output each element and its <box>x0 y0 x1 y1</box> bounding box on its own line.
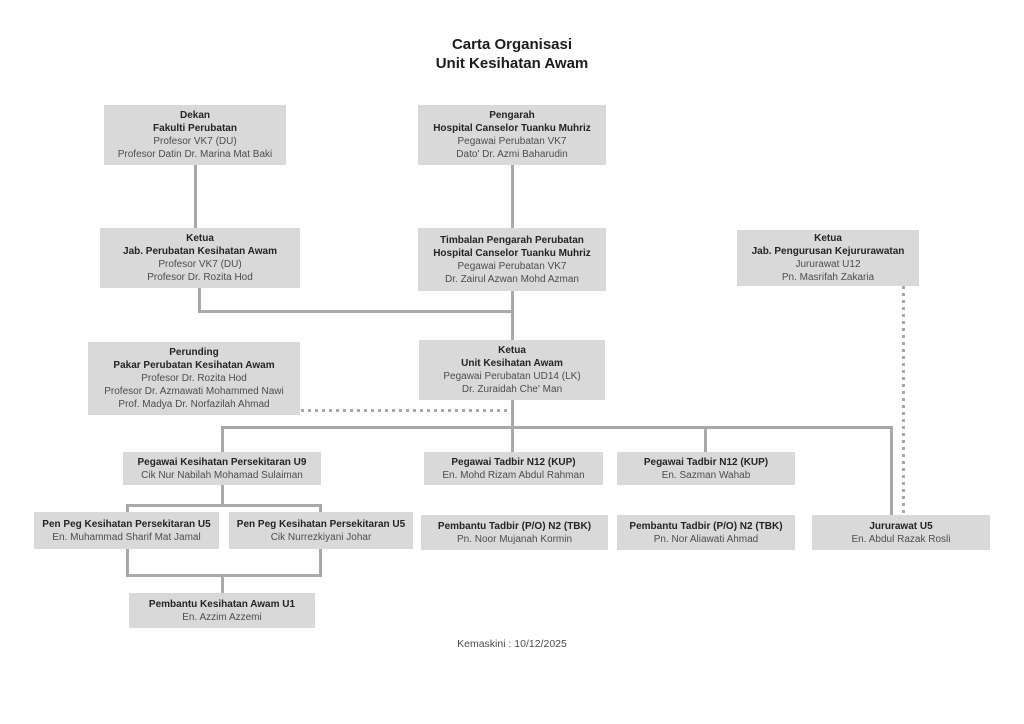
org-node-pka-u1: Pembantu Kesihatan Awam U1 En. Azzim Azz… <box>129 593 315 628</box>
node-person: En. Abdul Razak Rosli <box>851 533 951 545</box>
node-person: Pn. Nor Aliawati Ahmad <box>653 533 759 545</box>
org-node-pembantu-tadbir-b: Pembantu Tadbir (P/O) N2 (TBK) Pn. Nor A… <box>617 515 795 550</box>
connector-children-rail <box>221 426 893 429</box>
node-role: Hospital Canselor Tuanku Muhriz <box>433 247 591 259</box>
connector-jpka-to-spine <box>198 310 514 313</box>
connector-jpka-stub <box>198 288 201 313</box>
node-role: Fakulti Perubatan <box>153 123 237 134</box>
node-person: Dr. Zairul Azwan Mohd Azman <box>445 273 579 285</box>
node-person: En. Azzim Azzemi <box>182 611 262 623</box>
org-node-ketua-jpka: Ketua Jab. Perubatan Kesihatan Awam Prof… <box>100 228 300 288</box>
dotted-connector-perunding-to-uka <box>301 409 512 412</box>
node-role: Timbalan Pengarah Perubatan <box>440 234 584 246</box>
node-role: Pen Peg Kesihatan Persekitaran U5 <box>236 518 406 530</box>
node-person: En. Sazman Wahab <box>661 469 751 481</box>
node-person: Dr. Zuraidah Che' Man <box>461 384 563 395</box>
node-grade: Pegawai Perubatan VK7 <box>457 260 567 272</box>
connector-u9-stub <box>221 485 224 507</box>
node-role: Pakar Perubatan Kesihatan Awam <box>113 360 275 371</box>
node-role: Jab. Perubatan Kesihatan Awam <box>123 246 277 257</box>
node-role: Unit Kesihatan Awam <box>461 358 563 369</box>
node-person: Cik Nurrezkiyani Johar <box>270 531 372 543</box>
node-person: Profesor Dr. Rozita Hod <box>141 373 247 384</box>
org-node-ppkp-u5-a: Pen Peg Kesihatan Persekitaran U5 En. Mu… <box>34 512 219 549</box>
node-person: Profesor Datin Dr. Marina Mat Baki <box>117 149 273 160</box>
node-role: Pen Peg Kesihatan Persekitaran U5 <box>42 518 211 530</box>
org-node-perunding: Perunding Pakar Perubatan Kesihatan Awam… <box>88 342 300 415</box>
node-role: Ketua <box>814 233 842 244</box>
page-title-line1: Carta Organisasi <box>451 36 573 53</box>
org-node-pegawai-tadbir-a: Pegawai Tadbir N12 (KUP) En. Mohd Rizam … <box>424 452 603 485</box>
connector-to-u1 <box>221 574 224 593</box>
org-node-pembantu-tadbir-a: Pembantu Tadbir (P/O) N2 (TBK) Pn. Noor … <box>421 515 608 550</box>
org-node-pkp-u9: Pegawai Kesihatan Persekitaran U9 Cik Nu… <box>123 452 321 485</box>
connector-drop-tadbir-b <box>704 426 707 452</box>
node-person: Pn. Masrifah Zakaria <box>781 272 875 283</box>
node-role: Pegawai Tadbir N12 (KUP) <box>451 456 576 468</box>
org-node-ketua-uka: Ketua Unit Kesihatan Awam Pegawai Peruba… <box>419 340 605 400</box>
node-grade: Profesor VK7 (DU) <box>158 259 242 270</box>
footer-updated-date: Kemaskini : 10/12/2025 <box>457 638 567 650</box>
connector-u5-bracket-top <box>126 504 322 507</box>
node-role: Pembantu Tadbir (P/O) N2 (TBK) <box>437 520 592 532</box>
org-node-dekan: Dekan Fakulti Perubatan Profesor VK7 (DU… <box>104 105 286 165</box>
node-role: Jab. Pengurusan Kejururawatan <box>751 246 905 257</box>
node-grade: Profesor VK7 (DU) <box>153 136 237 147</box>
node-person: En. Mohd Rizam Abdul Rahman <box>442 469 585 481</box>
dotted-connector-kejururawatan-to-jururawat <box>902 286 905 515</box>
node-person: Cik Nur Nabilah Mohamad Sulaiman <box>141 469 303 481</box>
node-role: Hospital Canselor Tuanku Muhriz <box>433 123 591 134</box>
node-role: Pembantu Kesihatan Awam U1 <box>148 598 296 610</box>
org-node-jururawat-u5: Jururawat U5 En. Abdul Razak Rosli <box>812 515 990 550</box>
node-grade: Pegawai Perubatan VK7 <box>457 136 567 147</box>
org-node-pegawai-tadbir-b: Pegawai Tadbir N12 (KUP) En. Sazman Waha… <box>617 452 795 485</box>
connector-drop-tadbir-a <box>511 426 514 452</box>
connector-pengarah-to-timbalan <box>511 165 514 228</box>
node-grade: Jururawat U12 <box>795 259 861 270</box>
connector-drop-u9 <box>221 426 224 452</box>
org-node-timbalan-pengarah: Timbalan Pengarah Perubatan Hospital Can… <box>418 228 606 291</box>
node-role: Pegawai Kesihatan Persekitaran U9 <box>137 456 307 468</box>
node-grade: Pegawai Perubatan UD14 (LK) <box>443 371 581 382</box>
node-role: Jururawat U5 <box>869 520 933 532</box>
node-person: Pn. Noor Mujanah Kormin <box>456 533 573 545</box>
org-node-ketua-kejururawatan: Ketua Jab. Pengurusan Kejururawatan Juru… <box>737 230 919 286</box>
page-title: Carta Organisasi Unit Kesihatan Awam <box>0 35 1024 73</box>
node-role: Perunding <box>169 347 219 358</box>
node-person: Profesor Dr. Azmawati Mohammed Nawi <box>104 386 284 397</box>
node-role: Ketua <box>186 233 214 244</box>
connector-u5-bracket-bottom <box>126 574 322 577</box>
org-node-pengarah: Pengarah Hospital Canselor Tuanku Muhriz… <box>418 105 606 165</box>
connector-uka-stub <box>511 400 514 429</box>
node-role: Pengarah <box>489 110 535 121</box>
node-role: Ketua <box>498 345 526 356</box>
connector-timbalan-to-uka <box>511 291 514 340</box>
org-node-ppkp-u5-b: Pen Peg Kesihatan Persekitaran U5 Cik Nu… <box>229 512 413 549</box>
node-person: En. Muhammad Sharif Mat Jamal <box>52 531 201 543</box>
page-title-line2: Unit Kesihatan Awam <box>435 55 589 72</box>
connector-dekan-to-jpka <box>194 165 197 228</box>
node-person: Dato' Dr. Azmi Baharudin <box>456 149 568 160</box>
node-role: Pegawai Tadbir N12 (KUP) <box>643 456 769 468</box>
node-role: Dekan <box>179 110 210 121</box>
node-person: Profesor Dr. Rozita Hod <box>147 272 253 283</box>
connector-drop-jururawat <box>890 426 893 515</box>
node-person: Prof. Madya Dr. Norfazilah Ahmad <box>118 399 270 410</box>
node-role: Pembantu Tadbir (P/O) N2 (TBK) <box>629 520 783 532</box>
